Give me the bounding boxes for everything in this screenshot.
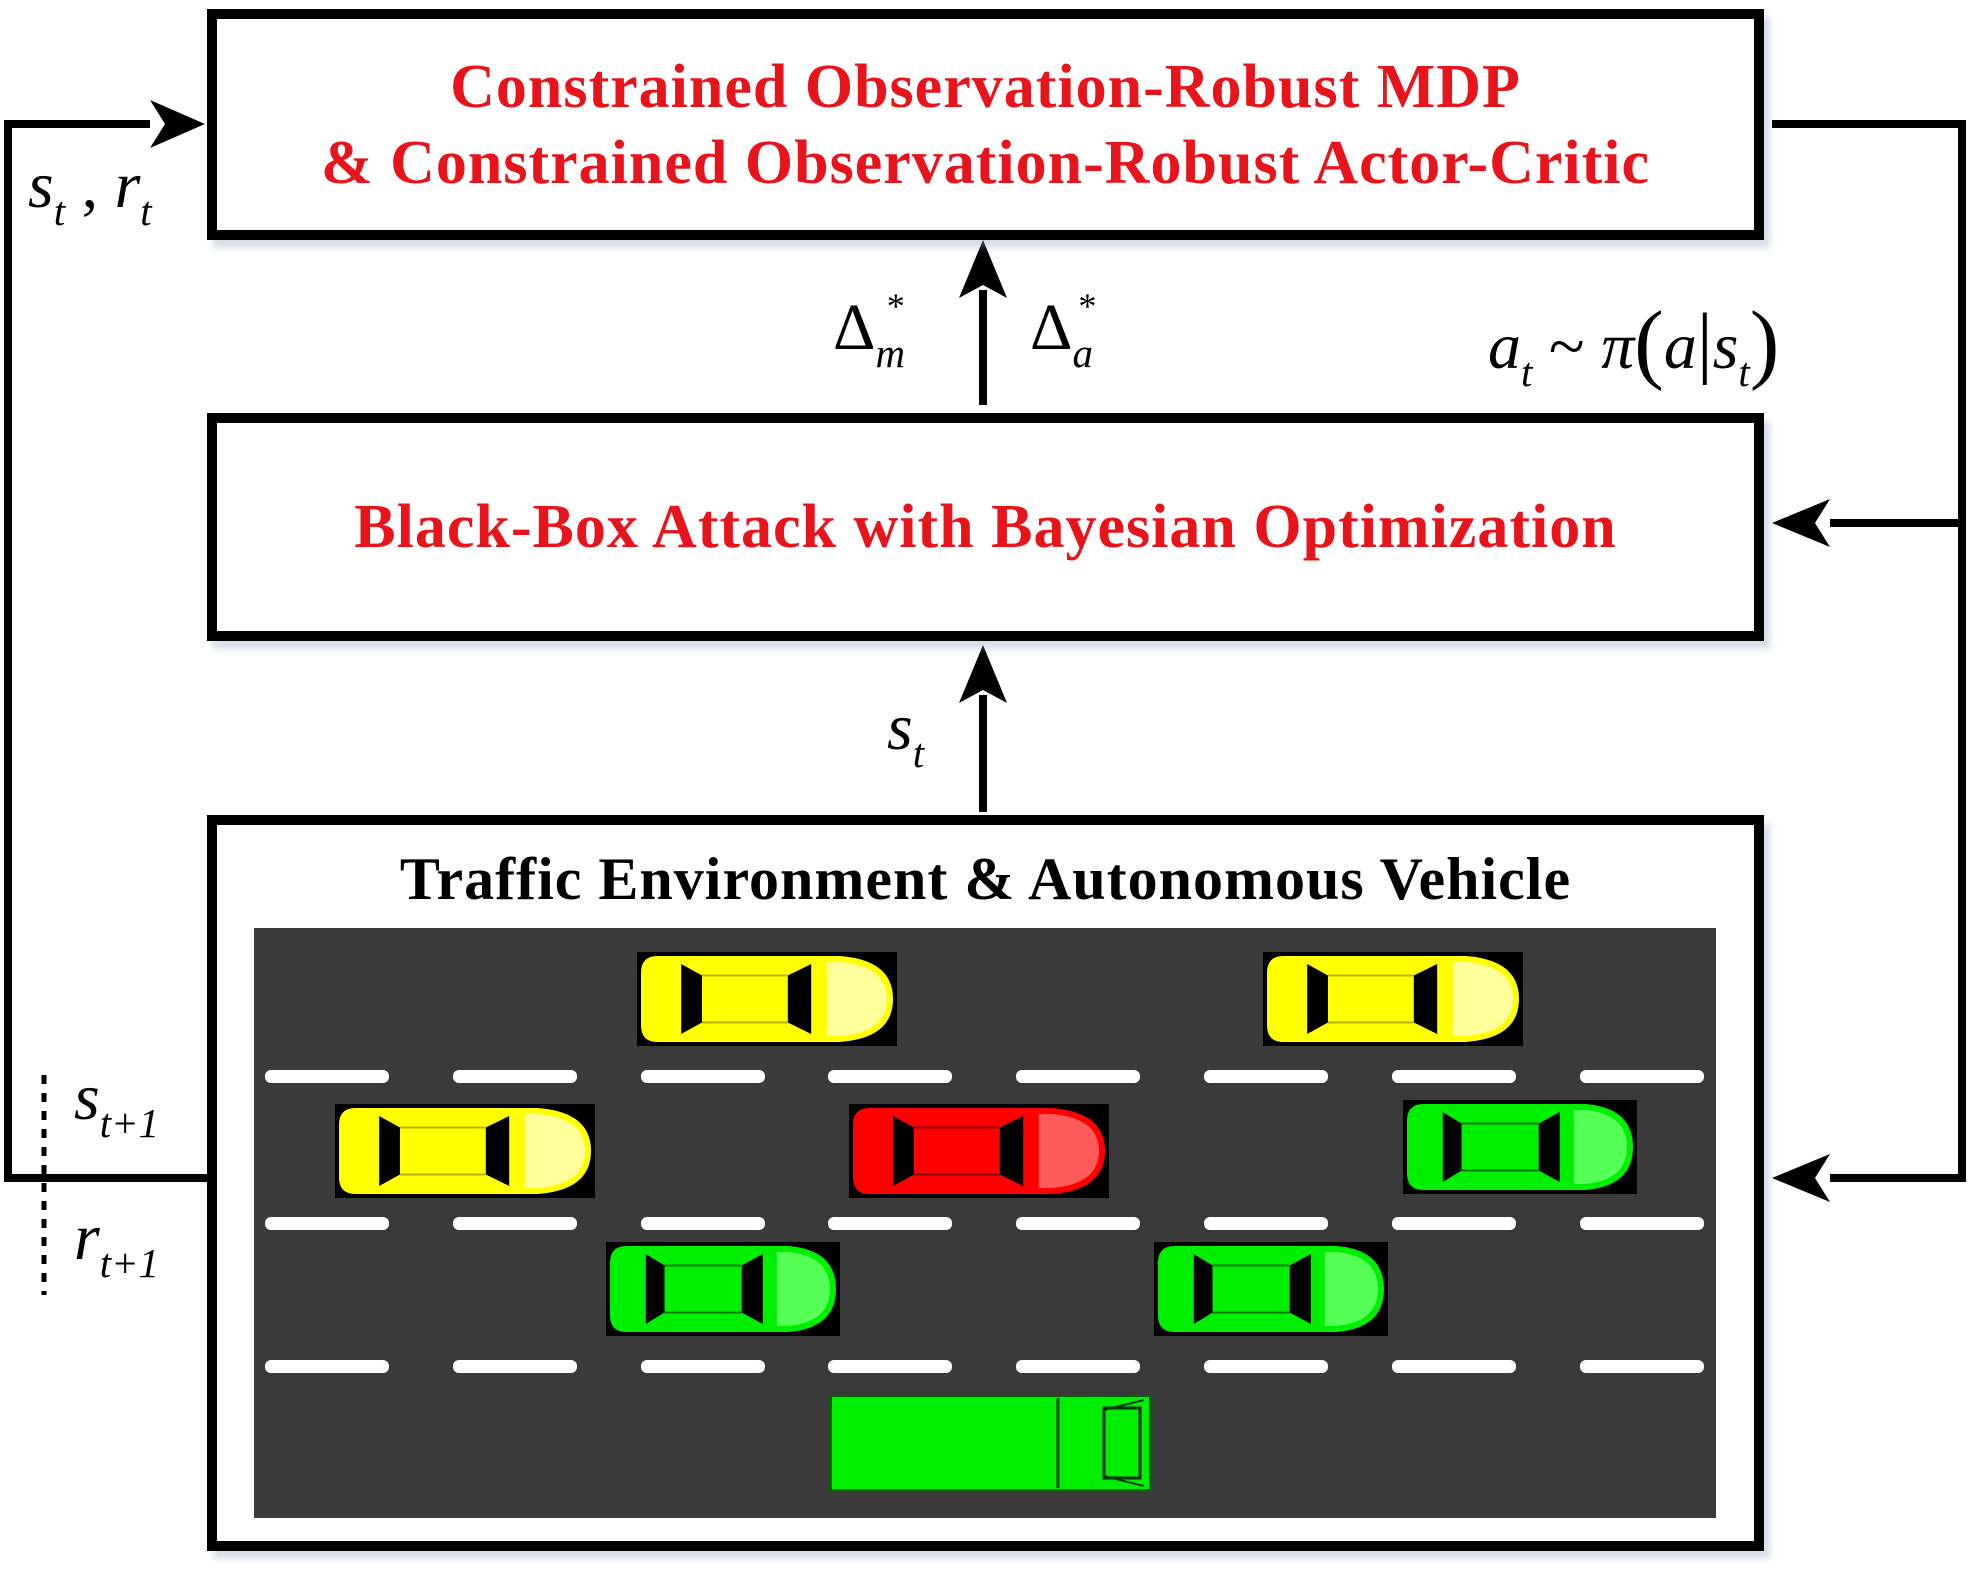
car-rear-window: [379, 1116, 400, 1186]
green-car: [1403, 1100, 1637, 1194]
mdp-title-line-1: Constrained Observation-Robust MDP: [450, 52, 1521, 121]
car-hood: [776, 1252, 830, 1326]
lane-mark: [265, 1217, 389, 1230]
car-rear-window: [681, 964, 702, 1034]
car-rear-window: [645, 1254, 665, 1324]
car-hood: [524, 1114, 585, 1188]
arrowhead-up-into-attack: [959, 645, 1007, 703]
car-front-window: [485, 1116, 510, 1186]
feedback-line-left: [4, 120, 210, 1182]
label-delta-m: Δm*: [833, 286, 905, 377]
lane-mark: [1204, 1217, 1328, 1230]
lane-mark: [828, 1360, 952, 1373]
arrowhead-right-into-attack: [1772, 499, 1830, 547]
car-hood: [1452, 962, 1513, 1036]
yellow-car: [637, 952, 897, 1046]
arrowhead-right-into-env: [1772, 1154, 1830, 1202]
lane-mark: [265, 1360, 389, 1373]
lane-mark: [1392, 1217, 1516, 1230]
car-front-window: [1413, 964, 1438, 1034]
lane-mark: [1016, 1217, 1140, 1230]
car-hood: [1324, 1252, 1378, 1326]
car-rear-window: [1307, 964, 1328, 1034]
mdp-actor-critic-box: Constrained Observation-Robust MDP & Con…: [207, 9, 1764, 240]
lane-mark: [1580, 1360, 1704, 1373]
lane-mark: [828, 1070, 952, 1083]
car-hood: [1038, 1114, 1099, 1188]
yellow-car: [1263, 952, 1523, 1046]
lane-mark: [453, 1070, 577, 1083]
car-front-window: [741, 1254, 763, 1324]
label-action-policy: at ~ π(a|st): [1488, 294, 1780, 396]
lane-mark: [641, 1070, 765, 1083]
lane-mark: [1580, 1070, 1704, 1083]
truck-cab-line: [1103, 1399, 1145, 1411]
label-state-input: st: [887, 691, 925, 777]
label-state-reward: st , rt: [28, 149, 152, 235]
label-next-reward: rt+1: [74, 1201, 160, 1287]
truck-cab-line: [1103, 1475, 1145, 1487]
car-rear-window: [1442, 1112, 1462, 1182]
green-truck: [830, 1395, 1151, 1491]
lane-mark: [453, 1360, 577, 1373]
label-delta-a: Δa*: [1030, 286, 1095, 377]
lane-mark: [1016, 1360, 1140, 1373]
ego-red-car: [849, 1104, 1109, 1198]
environment-title: Traffic Environment & Autonomous Vehicle: [399, 846, 1572, 912]
car-rear-window: [893, 1116, 914, 1186]
car-front-window: [1538, 1112, 1560, 1182]
lane-mark: [1392, 1070, 1516, 1083]
car-front-window: [999, 1116, 1024, 1186]
truck-cab-window: [1102, 1406, 1142, 1480]
mdp-title-line-2: & Constrained Observation-Robust Actor-C…: [320, 128, 1651, 197]
lane-mark: [1204, 1360, 1328, 1373]
truck-trailer: [830, 1395, 1151, 1491]
lane-mark: [828, 1217, 952, 1230]
car-front-window: [787, 964, 812, 1034]
black-box-attack-box: Black-Box Attack with Bayesian Optimizat…: [207, 413, 1764, 641]
green-car: [606, 1242, 840, 1336]
lane-mark: [641, 1217, 765, 1230]
lane-mark: [453, 1217, 577, 1230]
lane-mark: [641, 1360, 765, 1373]
lane-mark: [1580, 1217, 1704, 1230]
arrowhead-left-into-mdp: [150, 100, 205, 148]
yellow-car: [335, 1104, 595, 1198]
car-hood: [1573, 1110, 1627, 1184]
green-car: [1154, 1242, 1388, 1336]
action-line-right: [1772, 120, 1966, 1182]
arrowhead-up-into-mdp: [959, 240, 1007, 298]
lane-mark: [1392, 1360, 1516, 1373]
label-next-state: st+1: [74, 1061, 160, 1147]
lane-mark: [1016, 1070, 1140, 1083]
car-rear-window: [1193, 1254, 1213, 1324]
car-front-window: [1289, 1254, 1311, 1324]
attack-title: Black-Box Attack with Bayesian Optimizat…: [354, 492, 1617, 561]
car-hood: [826, 962, 887, 1036]
lane-mark: [265, 1070, 389, 1083]
lane-mark: [1204, 1070, 1328, 1083]
